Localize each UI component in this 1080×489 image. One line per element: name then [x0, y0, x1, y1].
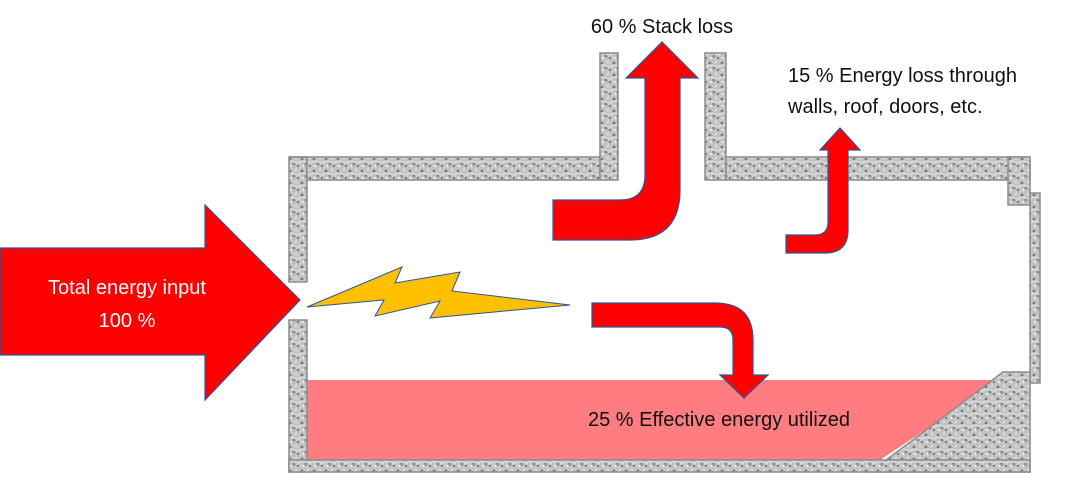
wall-loss-label-line2: walls, roof, doors, etc. — [787, 96, 983, 118]
input-label-line1: Total energy input — [48, 277, 206, 299]
door — [1029, 192, 1041, 384]
effective-energy-arrow — [591, 302, 770, 399]
door-lintel — [1007, 156, 1031, 206]
floor — [288, 459, 1031, 473]
chimney-right — [704, 52, 727, 181]
input-label-line2: 100 % — [99, 310, 156, 332]
wall-loss-label-line1: 15 % Energy loss through — [788, 65, 1017, 87]
furnace-walls — [288, 52, 1041, 473]
wall-loss-arrow — [785, 127, 862, 254]
roof-left — [289, 156, 601, 181]
left-wall-lower — [288, 319, 308, 473]
stack-loss-label: 60 % Stack loss — [591, 16, 733, 38]
left-wall-upper — [288, 156, 308, 283]
roof-right — [725, 156, 1031, 181]
stack-loss-arrow — [552, 41, 700, 241]
charge-material — [307, 380, 1003, 460]
effective-energy-label: 25 % Effective energy utilized — [588, 409, 850, 431]
chimney-left — [599, 52, 619, 181]
energy-input-arrow — [0, 203, 301, 402]
flame-icon — [306, 266, 571, 319]
